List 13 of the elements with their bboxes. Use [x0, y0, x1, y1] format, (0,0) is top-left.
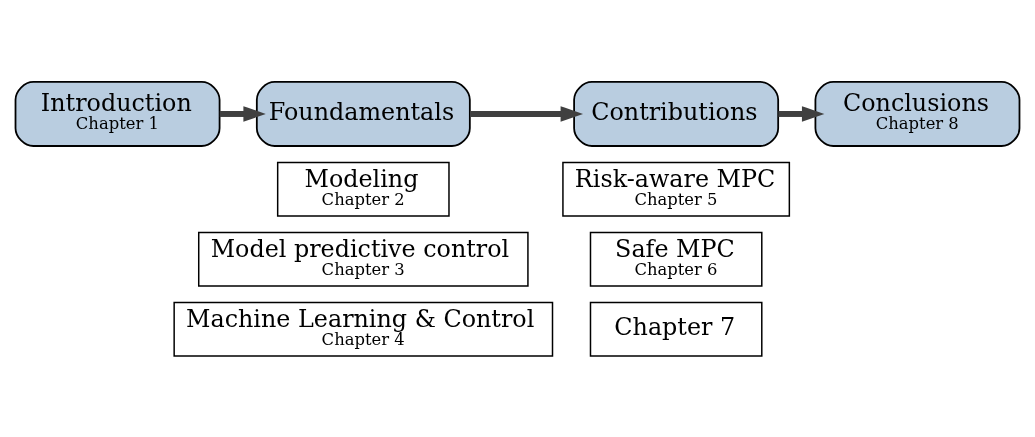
node-box: Safe MPC Chapter 6	[589, 231, 763, 287]
node-box: Contributions	[573, 80, 780, 147]
node-box: Modeling Chapter 2	[276, 161, 450, 217]
node-box: Introduction Chapter 1	[14, 80, 221, 147]
node-box: Risk-aware MPC Chapter 5	[562, 161, 791, 217]
node-box: Model predictive control Chapter 3	[198, 231, 529, 287]
node-box: Machine Learning & Control Chapter 4	[173, 301, 554, 357]
node-box: Foundamentals	[255, 80, 471, 147]
arrow	[219, 105, 266, 122]
node-box: Conclusions Chapter 8	[814, 80, 1021, 147]
arrow	[778, 105, 825, 122]
node-box: Chapter 7	[589, 301, 763, 357]
arrow	[470, 105, 584, 122]
